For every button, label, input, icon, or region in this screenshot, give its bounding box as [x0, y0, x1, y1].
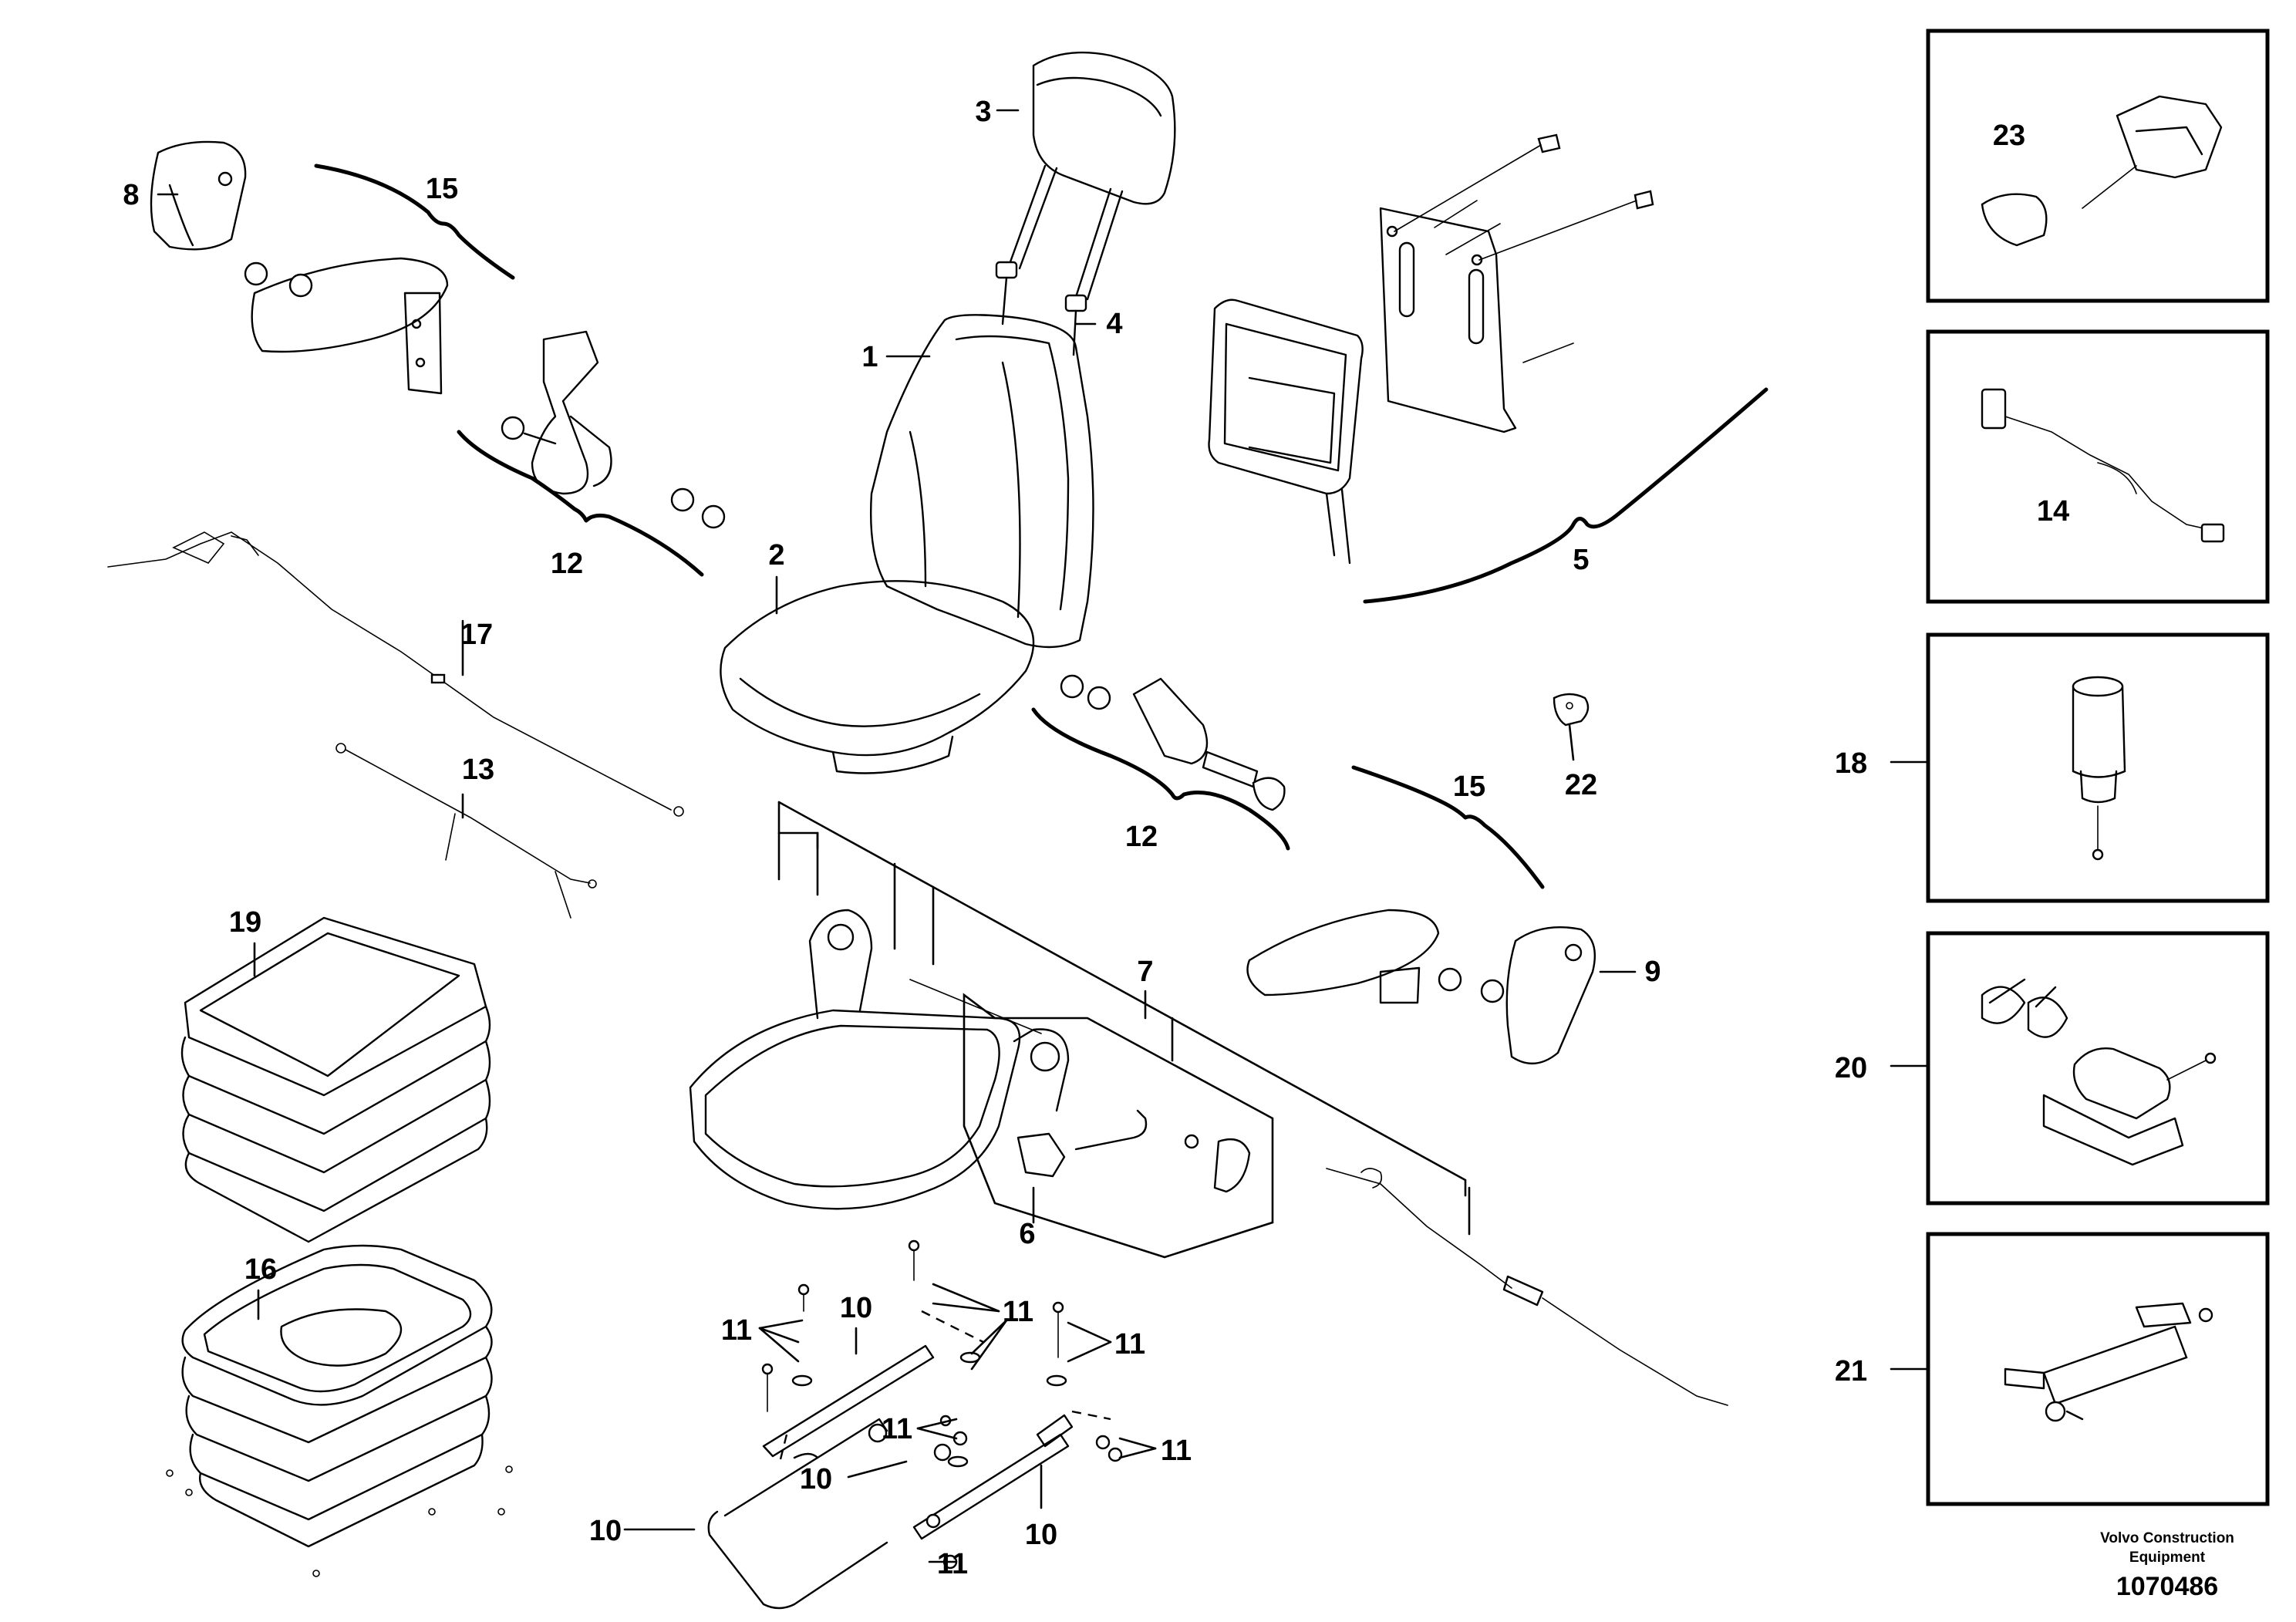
detail-box-14	[1926, 329, 2270, 604]
callout-4: 4	[1106, 308, 1122, 340]
seat-belt-buckle-part	[1060, 674, 1286, 811]
callout-5: 5	[1573, 544, 1589, 576]
brace-group-12-left	[457, 430, 704, 577]
group-10-11-dashes	[777, 1310, 1111, 1466]
callout-23: 23	[1993, 120, 2025, 152]
seat-frame-part	[689, 909, 1070, 1210]
callout-11-e: 11	[1161, 1435, 1192, 1467]
adjust-lever-part	[1017, 1109, 1251, 1193]
callout-21: 21	[1835, 1355, 1867, 1388]
callout-labels: 1 2 3 4 5 6 7 8 9 10 10 10 10 11 11 11 1…	[123, 96, 2069, 1580]
seat-cushion-part	[720, 580, 1035, 774]
callout-18: 18	[1835, 747, 1867, 780]
suspension-part	[166, 1244, 513, 1577]
callout-16: 16	[244, 1253, 277, 1286]
callout-22: 22	[1565, 769, 1597, 801]
callout-15-b: 15	[1453, 771, 1485, 803]
callout-11-f: 11	[937, 1548, 968, 1580]
company-name-line2: Equipment	[2129, 1549, 2206, 1566]
title-block: Volvo Construction Equipment 1070486	[2100, 1530, 2234, 1601]
harness-cable-part	[335, 743, 597, 919]
rail-fasteners-part	[761, 1239, 1123, 1570]
callout-11-b: 11	[1003, 1296, 1033, 1328]
callout-10-c: 10	[800, 1463, 832, 1496]
headrest-guide-part	[995, 261, 1087, 356]
group-7-bracket	[777, 801, 1471, 1259]
callout-10-b: 10	[589, 1515, 622, 1547]
callout-11-c: 11	[1114, 1328, 1145, 1361]
callout-6: 6	[1019, 1218, 1035, 1250]
callout-10-a: 10	[840, 1292, 872, 1324]
callout-20: 20	[1835, 1052, 1867, 1084]
company-name-line1: Volvo Construction	[2100, 1530, 2234, 1546]
callout-14: 14	[2037, 495, 2069, 528]
brace-group-15-right	[1351, 765, 1545, 889]
armrest-right-part	[1246, 909, 1596, 1065]
callout-8: 8	[123, 179, 139, 211]
slide-rail-part	[707, 1344, 1074, 1610]
brace-group-5	[1363, 387, 1768, 604]
wiring-cable-part	[107, 531, 684, 817]
armrest-left-part	[150, 140, 449, 395]
callout-19: 19	[229, 906, 261, 939]
callout-12-b: 12	[1125, 821, 1158, 853]
callout-13: 13	[462, 754, 494, 786]
headrest-part	[1007, 51, 1176, 301]
callout-17: 17	[460, 619, 493, 651]
detail-box-18	[1926, 632, 2270, 903]
detail-box-21	[1926, 1232, 2270, 1506]
release-cable-part	[1326, 1168, 1728, 1406]
mounting-bracket-part	[1208, 133, 1654, 565]
callout-3: 3	[975, 96, 991, 128]
brace-group-12-right	[1031, 707, 1290, 851]
callout-10-d: 10	[1025, 1519, 1057, 1551]
callout-15-a: 15	[426, 173, 458, 205]
callout-7: 7	[1137, 956, 1153, 988]
lever-knob-part	[1553, 693, 1590, 727]
brace-group-15-left	[314, 164, 515, 280]
bellows-cover-part	[180, 916, 491, 1243]
callout-1: 1	[861, 341, 878, 373]
callout-2: 2	[768, 539, 784, 572]
callout-11-a: 11	[721, 1314, 752, 1347]
detail-box-20	[1926, 931, 2270, 1206]
callout-12-a: 12	[551, 548, 583, 580]
drawing-number: 1070486	[2116, 1572, 2218, 1601]
seat-belt-retractor-part	[501, 330, 726, 529]
seat-backrest-part	[869, 314, 1094, 649]
callout-11-d: 11	[882, 1413, 912, 1445]
detail-box-23	[1926, 29, 2270, 303]
callout-9: 9	[1644, 956, 1660, 988]
